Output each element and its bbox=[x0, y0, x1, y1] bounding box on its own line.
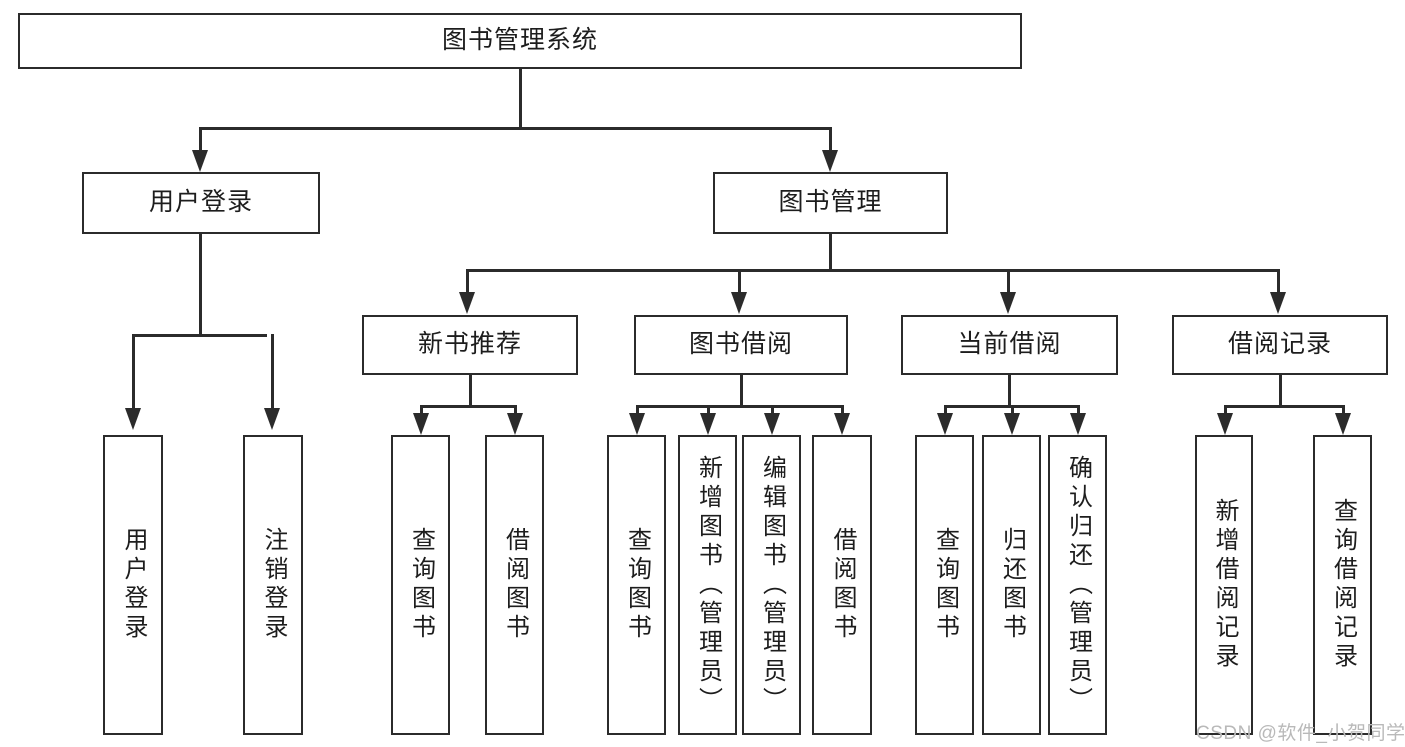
arrowhead-nbr-to-query-book bbox=[413, 413, 429, 435]
node-leaf-return-book[interactable]: 归还图书 bbox=[982, 435, 1041, 735]
arrowhead-bb-to-add-book bbox=[700, 413, 716, 435]
arrowhead-br-to-query-record bbox=[1335, 413, 1351, 435]
node-leaf-query-book-2[interactable]: 查询图书 bbox=[607, 435, 666, 735]
arrowhead-cb-to-query-book bbox=[937, 413, 953, 435]
edge-nbr-to-query-book bbox=[420, 405, 423, 419]
edge-bb-bus bbox=[636, 405, 842, 408]
edge-bm-to-current-borrow bbox=[1007, 269, 1010, 303]
edge-bm-to-borrow-record bbox=[1277, 269, 1280, 303]
node-root-book-management-system[interactable]: 图书管理系统 bbox=[18, 13, 1022, 69]
node-leaf-borrow-book-2[interactable]: 借阅图书 bbox=[812, 435, 872, 735]
edge-cb-to-return-book bbox=[1011, 405, 1014, 419]
edge-user-login-to-leaf-logout bbox=[271, 334, 274, 414]
arrowhead-bm-to-book-borrow bbox=[731, 292, 747, 314]
arrowhead-bm-to-new-book-recommend bbox=[459, 292, 475, 314]
node-book-management[interactable]: 图书管理 bbox=[713, 172, 948, 234]
node-leaf-edit-book[interactable]: 编辑图书（管理员） bbox=[742, 435, 801, 735]
node-new-book-recommend[interactable]: 新书推荐 bbox=[362, 315, 578, 375]
edge-cb-stem bbox=[1008, 375, 1011, 407]
edge-nbr-stem bbox=[469, 375, 472, 407]
arrowhead-bb-to-borrow-book bbox=[834, 413, 850, 435]
edge-root-to-book-management bbox=[829, 127, 832, 160]
arrowhead-bm-to-borrow-record bbox=[1270, 292, 1286, 314]
node-current-borrow[interactable]: 当前借阅 bbox=[901, 315, 1118, 375]
node-leaf-confirm-return[interactable]: 确认归还（管理员） bbox=[1048, 435, 1107, 735]
node-leaf-add-book[interactable]: 新增图书（管理员） bbox=[678, 435, 737, 735]
node-leaf-query-book-1[interactable]: 查询图书 bbox=[391, 435, 450, 735]
arrowhead-user-login-to-leaf-user-login bbox=[125, 408, 141, 430]
arrowhead-bm-to-current-borrow bbox=[1000, 292, 1016, 314]
edge-user-login-to-leaf-user-login bbox=[132, 334, 135, 414]
arrowhead-bb-to-edit-book bbox=[764, 413, 780, 435]
arrowhead-bb-to-query-book bbox=[629, 413, 645, 435]
edge-book-management-bus bbox=[466, 269, 1280, 272]
arrowhead-user-login-to-leaf-logout bbox=[264, 408, 280, 430]
node-leaf-add-record[interactable]: 新增借阅记录 bbox=[1195, 435, 1253, 735]
edge-user-login-bus bbox=[132, 334, 267, 337]
node-book-borrow[interactable]: 图书借阅 bbox=[634, 315, 848, 375]
node-user-login[interactable]: 用户登录 bbox=[82, 172, 320, 234]
node-leaf-query-record[interactable]: 查询借阅记录 bbox=[1313, 435, 1372, 735]
node-leaf-user-login[interactable]: 用户登录 bbox=[103, 435, 163, 735]
edge-bm-to-new-book-recommend bbox=[466, 269, 469, 303]
edge-nbr-bus bbox=[420, 405, 515, 408]
node-borrow-record[interactable]: 借阅记录 bbox=[1172, 315, 1388, 375]
edge-br-stem bbox=[1279, 375, 1282, 407]
edge-bb-to-edit-book bbox=[771, 405, 774, 419]
node-leaf-borrow-book-1[interactable]: 借阅图书 bbox=[485, 435, 544, 735]
arrowhead-root-to-book-management bbox=[822, 150, 838, 172]
edge-root-bus bbox=[199, 127, 831, 130]
edge-user-login-stem bbox=[199, 234, 202, 336]
edge-br-to-add-record bbox=[1224, 405, 1227, 419]
arrowhead-root-to-user-login bbox=[192, 150, 208, 172]
edge-bb-to-borrow-book bbox=[841, 405, 844, 419]
edge-br-bus bbox=[1224, 405, 1343, 408]
edge-bm-to-book-borrow bbox=[738, 269, 741, 303]
arrowhead-br-to-add-record bbox=[1217, 413, 1233, 435]
node-leaf-query-book-3[interactable]: 查询图书 bbox=[915, 435, 974, 735]
node-leaf-logout[interactable]: 注销登录 bbox=[243, 435, 303, 735]
edge-bb-stem bbox=[740, 375, 743, 407]
arrowhead-cb-to-confirm-return bbox=[1070, 413, 1086, 435]
edge-bb-to-add-book bbox=[707, 405, 710, 419]
edge-bb-to-query-book bbox=[636, 405, 639, 419]
arrowhead-nbr-to-borrow-book bbox=[507, 413, 523, 435]
edge-nbr-to-borrow-book bbox=[514, 405, 517, 419]
edge-cb-to-query-book bbox=[944, 405, 947, 419]
edge-cb-to-confirm-return bbox=[1077, 405, 1080, 419]
arrowhead-cb-to-return-book bbox=[1004, 413, 1020, 435]
edge-br-to-query-record bbox=[1342, 405, 1345, 419]
edge-root-to-user-login bbox=[199, 127, 202, 160]
edge-book-management-stem bbox=[829, 234, 832, 272]
edge-root-stem bbox=[519, 69, 522, 129]
